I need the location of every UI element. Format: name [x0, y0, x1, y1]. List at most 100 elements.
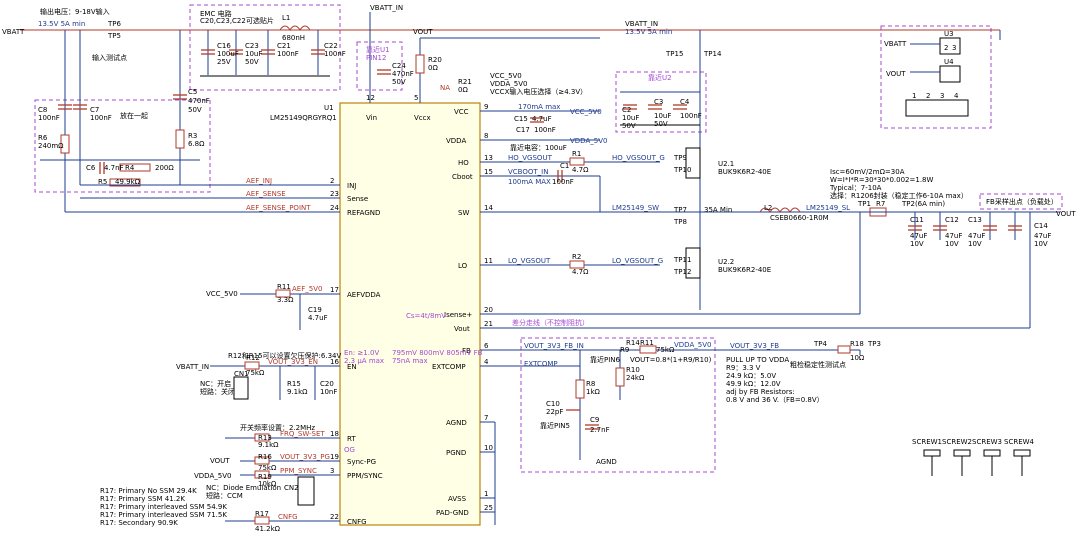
na-label: NA — [440, 84, 450, 92]
c2-ref: C2 — [622, 106, 631, 114]
l2-net: LM25149_SL — [806, 204, 850, 212]
tp2-label: TP2(6A min) — [901, 200, 945, 208]
close-together-note: 放在一起 — [120, 111, 148, 120]
pin12-num: 12 — [366, 94, 375, 102]
pin-num-avss: 1 — [484, 490, 488, 498]
u3-pin3: 3 — [952, 44, 956, 52]
input-voltage-label: 输出电压：9-18V输入 — [40, 7, 110, 16]
vdda-net: VDDA_5V0 — [570, 137, 607, 145]
l1-ref: L1 — [282, 14, 290, 22]
vccx-pin-name: Vccx — [414, 114, 431, 122]
pin-name-vdda: VDDA — [446, 137, 466, 145]
pin-num-pgnd: 10 — [484, 444, 493, 452]
vcc-current: 170mA max — [518, 103, 560, 111]
ho-net: HO_VGSOUT — [508, 154, 553, 162]
pin-name-lo: LO — [458, 262, 468, 270]
vcc-net: VCC_5V0 — [570, 108, 602, 116]
pin-name-ppm: PPM/SYNC — [347, 472, 383, 480]
fb-current-note: 75nA max — [392, 357, 428, 365]
r1-ref: R1 — [572, 150, 581, 158]
fb-threshold-note: 795mV 800mV 805mV FB — [392, 349, 483, 357]
emc-title: EMC 电路 — [200, 9, 232, 18]
r13-ref: R13 — [258, 434, 272, 442]
pin-name-cnfg: CNFG — [347, 518, 367, 526]
pin-num-sense: 23 — [330, 190, 339, 198]
output-stage — [759, 207, 1060, 328]
pin-num-rt: 18 — [330, 430, 339, 438]
pin-num-aefvdda: 17 — [330, 286, 339, 294]
near-pin6-note: 靠近PIN6 — [590, 355, 621, 364]
u21-ref: U2.1 — [718, 160, 734, 168]
c14-value: 47uF — [1034, 232, 1051, 240]
r16-ref: R16 — [258, 453, 272, 461]
fb-test-note: 粗检稳定性测试点 — [790, 360, 846, 369]
screw-symbols — [923, 449, 1031, 476]
c10-value: 22pF — [546, 408, 563, 416]
c14-ref: C14 — [1034, 222, 1048, 230]
vcc5-port: VCC_5V0 — [206, 290, 238, 298]
near-u1-note: 靠近U1 — [366, 45, 390, 54]
extcomp-net: EXTCOMP — [524, 360, 558, 368]
u4-ref: U4 — [944, 58, 954, 66]
r20-value: 0Ω — [428, 64, 438, 72]
pin-name-rt: RT — [347, 435, 356, 443]
pin-num-syncpg: 19 — [330, 453, 339, 461]
pin-num-ho: 13 — [484, 154, 493, 162]
c6-ref: C6 — [86, 164, 96, 172]
ho-gate-net: HO_VGSOUT_G — [612, 154, 665, 162]
r17-option-2: R17: Primary SSM 41.2K — [100, 495, 185, 503]
cnfg-net: CNFG — [278, 513, 298, 521]
c7-value: 100nF — [90, 114, 112, 122]
r11-fb-value: 75kΩ — [656, 346, 675, 354]
u22-ref: U2.2 — [718, 258, 734, 266]
pin-num-vout: 21 — [484, 320, 493, 328]
c16-ref: C16 — [217, 42, 231, 50]
left-filter — [40, 30, 340, 213]
pg-net: VOUT_3V3_PG — [280, 453, 330, 461]
l2-ref: L2 — [764, 204, 772, 212]
r17-option-4: R17: Primary interleaved SSM 71.5K — [100, 511, 227, 519]
pin-num-refagnd: 24 — [330, 204, 339, 212]
r9-12v-note: 49.9 kΩ：12.0V — [726, 380, 781, 388]
pin-name-vcc: VCC — [454, 108, 469, 116]
lo-gate-net: LO_VGSOUT_G — [612, 257, 663, 265]
vcboot-net: VCBOOT_IN — [508, 168, 548, 176]
pin-name-agnd: AGND — [446, 419, 467, 427]
r13-value: 9.1kΩ — [258, 441, 279, 449]
vout-top-label: VOUT — [413, 28, 433, 36]
r17-option-3: R17: Primary interleaved SSM 54.9K — [100, 503, 227, 511]
short-close-note: 短路：关闭 — [200, 387, 235, 396]
vout-connector-label: VOUT — [886, 70, 906, 78]
diff-route-note: 差分走线（不控制阻抗） — [512, 318, 589, 327]
header-pin-2: 2 — [926, 92, 930, 100]
c12-rating: 10V — [945, 240, 959, 248]
c2-rating: 50V — [622, 122, 636, 130]
c9-value: 2.7nF — [590, 426, 610, 434]
nc-open-note: NC：开启 — [200, 379, 231, 388]
freq-note: 开关频率设置：2.2MHz — [240, 423, 315, 432]
pin-name-avss: AVSS — [448, 495, 467, 503]
pin-num-padgnd: 25 — [484, 504, 493, 512]
tp9-label: TP9 — [673, 154, 687, 162]
c4-ref: C4 — [680, 98, 690, 106]
pin-num-ppm: 3 — [330, 467, 334, 475]
vout-port: VOUT — [1056, 210, 1076, 218]
c1-ref: C1 — [560, 162, 569, 170]
vdda-fb-net: VDDA_5V0 — [674, 341, 711, 349]
pin-name-fb: FB — [462, 347, 471, 355]
input-test-label: 输入测试点 — [92, 53, 127, 62]
header-pin-3: 3 — [940, 92, 944, 100]
l1-value: 680nH — [282, 34, 305, 42]
r9-5v-note: 24.9 kΩ：5.0V — [726, 372, 776, 380]
r2-value: 4.7Ω — [572, 268, 589, 276]
c3-rating: 50V — [654, 120, 668, 128]
pin-name-pgnd: PGND — [446, 449, 466, 457]
vout-formula: VOUT=0.8*(1+R9/R10) — [630, 356, 712, 364]
vbatt-connector-label: VBATT — [884, 40, 907, 48]
r9-note: R9：3.3 V — [726, 364, 761, 372]
cn2-ref: CN2 — [284, 484, 299, 492]
c13-value: 47uF — [968, 232, 985, 240]
vout-fb-net: VOUT_3V3_FB_IN — [524, 342, 584, 350]
screw-4-label: SCREW4 — [1004, 438, 1035, 446]
pin-name-extcomp: EXTCOMP — [432, 363, 466, 371]
